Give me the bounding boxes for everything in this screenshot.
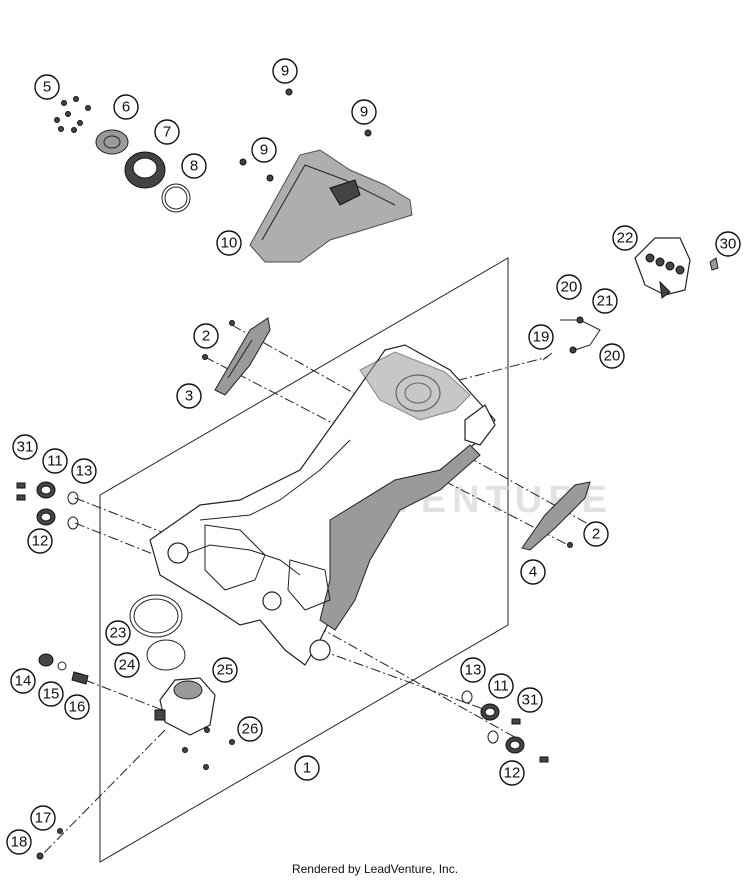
callout-25[interactable]: 25: [212, 657, 238, 683]
svg-text:15: 15: [43, 686, 60, 703]
svg-text:9: 9: [260, 142, 268, 159]
callout-7[interactable]: 7: [154, 119, 180, 145]
svg-text:2: 2: [592, 526, 600, 543]
callout-31[interactable]: 31: [12, 434, 38, 460]
callout-26[interactable]: 26: [237, 716, 263, 742]
callout-18[interactable]: 18: [6, 829, 32, 855]
tank-body: [149, 344, 496, 666]
side-panel-left: [214, 317, 271, 396]
assembly-frame: [99, 257, 509, 863]
pump-module: [634, 237, 719, 299]
svg-text:3: 3: [185, 388, 193, 405]
callout-30[interactable]: 30: [715, 231, 741, 257]
svg-text:9: 9: [360, 104, 368, 121]
svg-text:8: 8: [190, 158, 198, 175]
callout-15[interactable]: 15: [38, 681, 64, 707]
svg-text:12: 12: [32, 533, 49, 550]
svg-text:18: 18: [11, 834, 28, 851]
callout-17[interactable]: 17: [30, 805, 56, 831]
svg-text:16: 16: [69, 699, 86, 716]
svg-text:13: 13: [76, 463, 93, 480]
cover-plate: [249, 149, 413, 263]
svg-text:21: 21: [597, 293, 614, 310]
sensor-parts: [38, 653, 89, 685]
bushings-left: [16, 481, 79, 530]
callout-16[interactable]: 16: [64, 694, 90, 720]
callout-11[interactable]: 11: [488, 673, 514, 699]
svg-text:9: 9: [281, 63, 289, 80]
callout-5[interactable]: 5: [34, 74, 60, 100]
svg-text:4: 4: [529, 564, 537, 581]
svg-text:12: 12: [504, 765, 521, 782]
callout-2[interactable]: 2: [193, 323, 219, 349]
svg-text:2: 2: [202, 328, 210, 345]
svg-text:31: 31: [17, 439, 34, 456]
svg-text:6: 6: [122, 99, 130, 116]
footer-credit: Rendered by LeadVenture, Inc.: [291, 862, 459, 876]
callout-22[interactable]: 22: [612, 225, 638, 251]
filler-cap-parts: [54, 96, 191, 213]
svg-text:31: 31: [522, 692, 539, 709]
callout-9[interactable]: 9: [351, 99, 377, 125]
pump-housing: [154, 677, 235, 770]
svg-text:14: 14: [15, 673, 32, 690]
svg-text:13: 13: [465, 662, 482, 679]
callout-20[interactable]: 20: [556, 274, 582, 300]
callout-9[interactable]: 9: [251, 137, 277, 163]
svg-text:7: 7: [163, 124, 171, 141]
callout-14[interactable]: 14: [10, 668, 36, 694]
svg-text:24: 24: [119, 657, 136, 674]
callout-13[interactable]: 13: [460, 657, 486, 683]
svg-text:23: 23: [110, 625, 127, 642]
small-parts: [36, 828, 63, 860]
callout-6[interactable]: 6: [113, 94, 139, 120]
bushings-right: [461, 690, 549, 763]
callout-21[interactable]: 21: [592, 288, 618, 314]
svg-text:10: 10: [221, 235, 238, 252]
callout-24[interactable]: 24: [114, 652, 140, 678]
callout-31[interactable]: 31: [517, 687, 543, 713]
callout-4[interactable]: 4: [520, 559, 546, 585]
callout-9[interactable]: 9: [272, 58, 298, 84]
svg-text:19: 19: [533, 329, 550, 346]
svg-text:26: 26: [242, 721, 259, 738]
svg-text:5: 5: [43, 79, 51, 96]
svg-text:25: 25: [217, 662, 234, 679]
callout-13[interactable]: 13: [71, 458, 97, 484]
callout-19[interactable]: 19: [528, 324, 554, 350]
svg-text:22: 22: [617, 230, 634, 247]
callout-3[interactable]: 3: [176, 383, 202, 409]
svg-text:30: 30: [720, 236, 737, 253]
callouts: 1 2 2 3 4 5 6 7 8 9 9 9 10 11 11 12 12 1…: [6, 58, 741, 855]
callout-12[interactable]: 12: [27, 528, 53, 554]
callout-20[interactable]: 20: [599, 343, 625, 369]
callout-12[interactable]: 12: [499, 760, 525, 786]
svg-text:1: 1: [303, 760, 311, 777]
svg-text:20: 20: [561, 279, 578, 296]
callout-2[interactable]: 2: [583, 521, 609, 547]
callout-1[interactable]: 1: [294, 755, 320, 781]
svg-text:17: 17: [35, 810, 52, 827]
callout-11[interactable]: 11: [42, 448, 68, 474]
callout-10[interactable]: 10: [216, 230, 242, 256]
o-rings: [129, 594, 186, 671]
svg-text:11: 11: [493, 678, 509, 695]
hose-assembly: [542, 316, 601, 361]
callout-8[interactable]: 8: [181, 153, 207, 179]
svg-text:20: 20: [604, 348, 621, 365]
side-panel-right: [521, 481, 591, 551]
svg-text:11: 11: [47, 453, 63, 470]
callout-23[interactable]: 23: [105, 620, 131, 646]
